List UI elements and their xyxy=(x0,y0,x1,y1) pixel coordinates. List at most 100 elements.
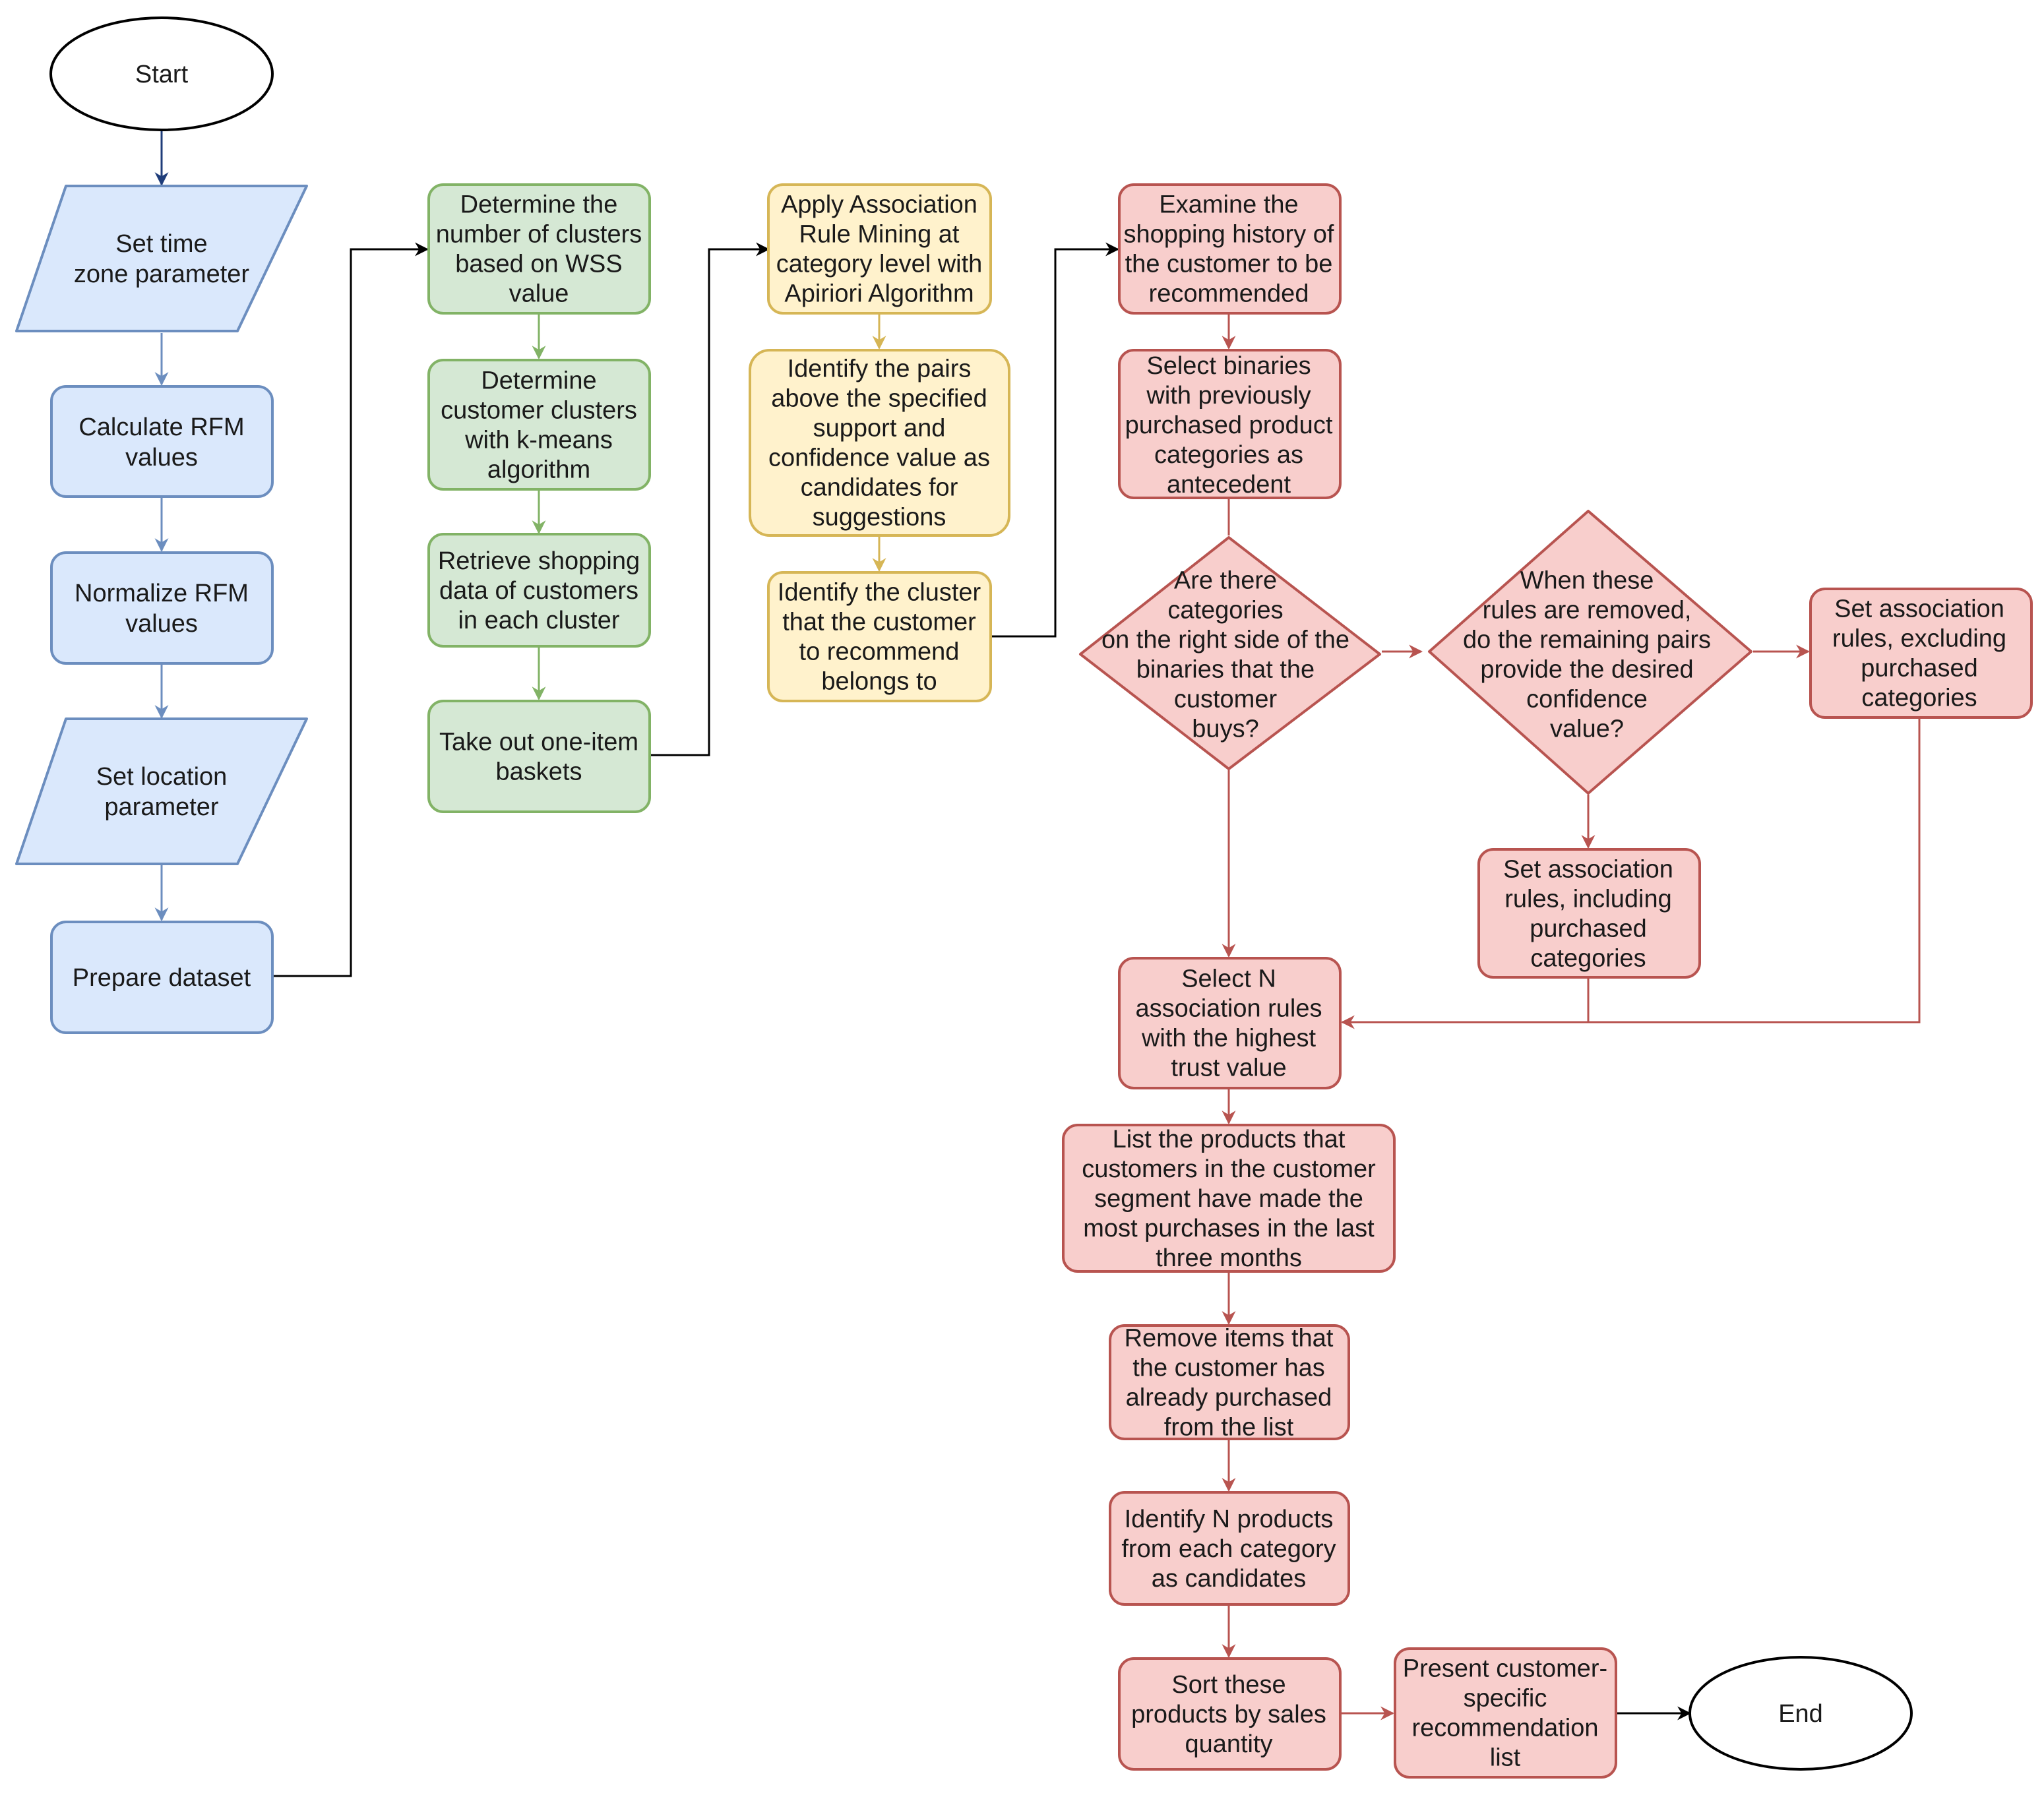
label-line: customer clusters xyxy=(441,397,637,425)
retrieve-shopping-data-node xyxy=(427,533,651,648)
set-location-node xyxy=(15,717,308,865)
label-line: Prepare dataset xyxy=(73,964,251,992)
label-line: Identify the cluster xyxy=(778,579,981,607)
label-line: zone parameter xyxy=(74,260,249,288)
label-line: three months xyxy=(1156,1244,1302,1272)
connector-baskets-to-arm xyxy=(650,242,770,756)
label-line: belongs to xyxy=(821,668,937,696)
label-line: value xyxy=(509,280,569,308)
label-line: that the customer xyxy=(782,609,976,636)
determine-customer-clusters-node xyxy=(427,359,651,491)
label-line: suggestions xyxy=(813,504,946,532)
label-line: segment have made the xyxy=(1094,1185,1363,1213)
label-line: number of clusters xyxy=(436,221,642,249)
label-line: value? xyxy=(1550,716,1624,743)
label-line: as candidates xyxy=(1152,1565,1307,1593)
label-line: purchased xyxy=(1530,915,1646,943)
label-line: When these xyxy=(1520,567,1654,595)
label-line: with the highest xyxy=(1141,1025,1316,1052)
label-line: shopping history of xyxy=(1124,221,1334,249)
label-line: binaries that the xyxy=(1136,656,1315,684)
label-line: from each category xyxy=(1121,1535,1336,1563)
label-start: Start xyxy=(135,61,189,88)
label-line: rules, including xyxy=(1504,886,1671,913)
select-binaries-node xyxy=(1118,349,1342,499)
take-out-baskets-node xyxy=(427,700,651,813)
label-line: confidence xyxy=(1526,686,1648,714)
label-line: purchased product xyxy=(1125,412,1333,439)
label-line: End xyxy=(1778,1700,1823,1728)
label-line: Calculate RFM xyxy=(78,413,244,441)
label-line: recommendation xyxy=(1411,1715,1598,1742)
start-terminal xyxy=(49,16,274,131)
select-n-rules-node xyxy=(1118,957,1342,1089)
decision-rules-removed-node xyxy=(1428,510,1752,795)
label-line: based on WSS xyxy=(455,251,622,278)
label-line: Select binaries xyxy=(1146,352,1311,380)
label-line: data of customers xyxy=(439,577,638,605)
label-line: from the list xyxy=(1164,1414,1294,1442)
determine-clusters-number-node xyxy=(427,183,651,315)
label-line: rules, excluding xyxy=(1832,625,2006,653)
set-rules-including-node xyxy=(1477,848,1701,979)
examine-history-node xyxy=(1118,183,1342,315)
label-line: category level with xyxy=(776,251,983,278)
normalize-rfm-node xyxy=(50,551,274,665)
label-line: categories xyxy=(1530,945,1646,973)
connector-excluding-to-select-n xyxy=(1588,717,1921,1023)
decision-right-side-node xyxy=(1079,536,1381,770)
label-line: above the specified xyxy=(771,385,987,413)
label-line: the customer to be xyxy=(1125,251,1333,278)
label-line: Retrieve shopping xyxy=(438,547,640,575)
label-line: Identify N products xyxy=(1125,1506,1334,1533)
label-line: algorithm xyxy=(487,456,590,484)
label-line: customer xyxy=(1174,686,1278,714)
label-line: products by sales xyxy=(1131,1701,1326,1728)
label-line: values xyxy=(125,610,198,638)
calculate-rfm-node xyxy=(50,385,274,498)
connector-cluster-to-examine xyxy=(991,242,1120,638)
label-line: Apply Association xyxy=(781,191,977,219)
label-line: with previously xyxy=(1146,382,1311,410)
label-line: baskets xyxy=(496,758,582,786)
label-line: Take out one-item xyxy=(439,729,638,756)
label-line: to recommend xyxy=(799,638,960,666)
label-prepare-dataset: Prepare dataset xyxy=(73,964,251,992)
set-rules-excluding-node xyxy=(1809,588,2033,719)
present-list-node xyxy=(1394,1647,1617,1779)
label-line: Set location xyxy=(96,763,228,791)
apply-arm-node xyxy=(767,183,992,315)
label-line: Remove items that xyxy=(1125,1325,1334,1353)
label-line: support and xyxy=(813,415,946,442)
label-line: already purchased xyxy=(1126,1384,1332,1412)
label-line: Sort these xyxy=(1171,1671,1285,1699)
label-line: association rules xyxy=(1135,995,1322,1023)
identify-n-products-node xyxy=(1109,1491,1350,1606)
label-line: List the products that xyxy=(1113,1126,1346,1153)
connector-prepare-to-clusters xyxy=(274,242,429,977)
label-line: purchased xyxy=(1861,655,1977,683)
prepare-dataset-node xyxy=(50,921,274,1034)
label-line: recommended xyxy=(1149,280,1309,308)
label-line: parameter xyxy=(104,793,219,821)
remove-items-node xyxy=(1109,1324,1350,1440)
label-line: Set association xyxy=(1834,595,2004,623)
